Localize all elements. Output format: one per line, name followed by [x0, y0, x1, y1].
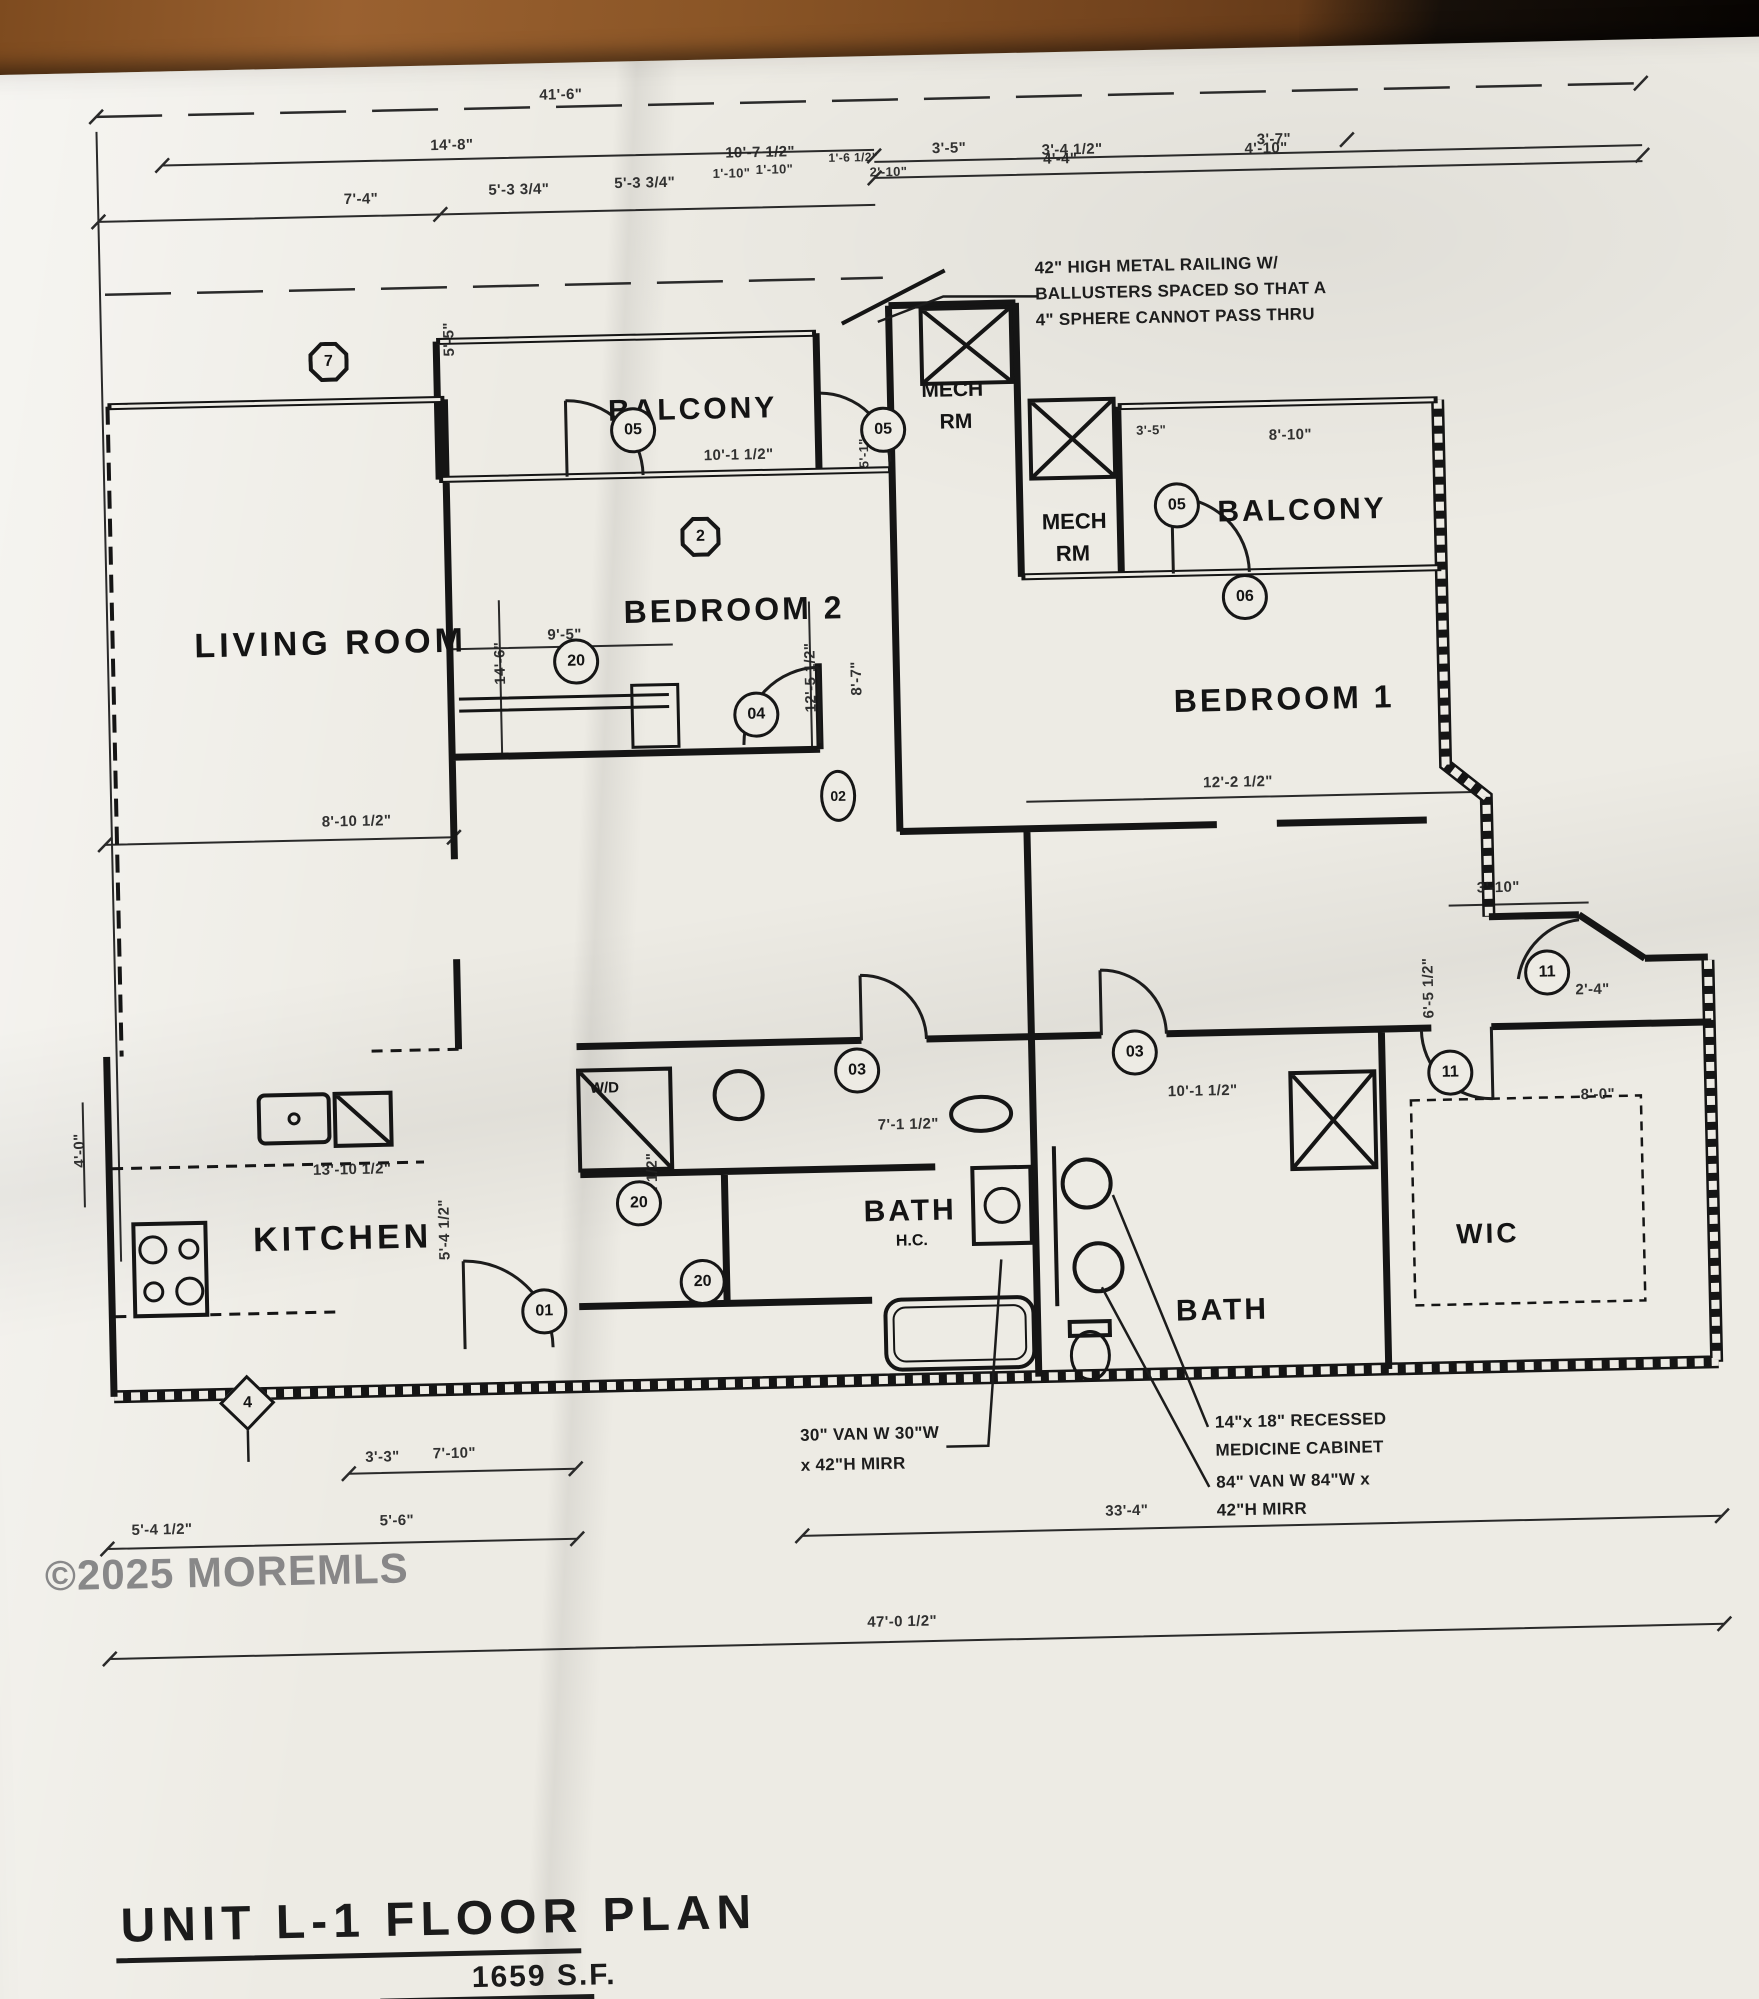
- burner: [175, 1276, 205, 1306]
- vanity-basin: [949, 1094, 1014, 1133]
- medicine-cabinet-note-line2: MEDICINE CABINET: [1215, 1437, 1384, 1460]
- dim-label: 5'-6": [379, 1511, 415, 1530]
- tub-main: [883, 1295, 1037, 1372]
- room-label-bath-hc: H.C.: [895, 1232, 929, 1250]
- dim-label: 1'-10": [712, 165, 751, 181]
- window-wall-glazing: [111, 331, 1438, 579]
- tub-main-inner: [892, 1304, 1028, 1363]
- dim-label: 4'-0": [70, 1133, 89, 1168]
- dim-label: 13'-10 1/2": [312, 1160, 392, 1179]
- dim-label: 2'-4": [1575, 980, 1610, 999]
- wic-shelving: [1409, 1094, 1647, 1307]
- vanity30-note-line2: x 42"H MIRR: [800, 1453, 906, 1475]
- dishwasher: [332, 1090, 394, 1148]
- kitchen-counter-dashed: [112, 1047, 459, 1319]
- dim-label: 41'-6": [539, 85, 583, 104]
- dim-label: 7'-4": [343, 190, 379, 209]
- dim-lines: [81, 131, 1725, 1660]
- living-room-dashed-wall: [105, 406, 124, 1057]
- room-label-bath-2: BATH: [1175, 1292, 1270, 1328]
- dim-label: 8'-10 1/2": [321, 812, 392, 831]
- medicine-cabinet-note-line1: 14"x 18" RECESSED: [1214, 1409, 1387, 1432]
- dim-label: 8'-0": [1580, 1085, 1616, 1104]
- dim-label: 6'-5 1/2": [1419, 957, 1438, 1019]
- dim-label: 1'-10": [755, 161, 794, 178]
- dim-label: 8'-7": [847, 661, 866, 696]
- dim-label: 10'-1 1/2": [703, 445, 774, 465]
- burner: [178, 1238, 200, 1260]
- dim-label: 10'-1 1/2": [1167, 1081, 1238, 1101]
- washer-dryer-box: [576, 1066, 675, 1173]
- dim-label: 33'-4": [1105, 1501, 1149, 1520]
- dim-label: 12'-2 1/2": [1202, 772, 1273, 792]
- dim-label: 7'-1 1/2": [877, 1115, 939, 1134]
- room-label-mech-top-2: RM: [939, 409, 973, 434]
- dim-label: 5'-4 1/2": [435, 1198, 454, 1261]
- toilet-main-bowl: [983, 1186, 1021, 1224]
- room-label-bedroom-1: BEDROOM 1: [1173, 678, 1395, 720]
- burner: [143, 1281, 165, 1303]
- bath2-basin: [1072, 1241, 1125, 1294]
- dim-label: 12'-5 1/2": [801, 642, 820, 713]
- stove: [131, 1220, 210, 1319]
- dim-label: 10'-7 1/2": [725, 143, 796, 162]
- dim-label: 7'-10": [432, 1444, 477, 1463]
- dim-label: 14'-8": [430, 136, 474, 155]
- railing-diagonal: [840, 268, 946, 326]
- lav-basin: [712, 1069, 765, 1122]
- vanity84-note-line1: 84" VAN W 84"W x: [1215, 1469, 1371, 1492]
- note-leaders: [246, 295, 1211, 1488]
- dim-label: 5'-3 3/4": [614, 173, 676, 193]
- room-label-living-room: LIVING ROOM: [194, 621, 468, 666]
- room-label-balcony-right: BALCONY: [1216, 491, 1388, 529]
- room-label-kitchen: KITCHEN: [252, 1217, 433, 1260]
- vanity84-note-line2: 42"H MIRR: [1216, 1498, 1308, 1520]
- dim-label: 4'-4": [1042, 150, 1078, 168]
- bath2-basin: [1060, 1157, 1113, 1210]
- floor-plan-sheet: LIVING ROOM BALCONY BEDROOM 2 MECH RM ME…: [0, 34, 1759, 1999]
- dim-label: 5'-3 3/4": [488, 180, 550, 199]
- mls-watermark: ©2025 MOREMLS: [44, 1544, 410, 1600]
- kitchen-sink: [256, 1092, 332, 1146]
- bath2-vanity-counter: [1051, 1146, 1060, 1307]
- toilet-main: [970, 1164, 1034, 1247]
- room-label-mech-right-2: RM: [1055, 540, 1091, 567]
- dim-label: 3'-10": [1476, 878, 1521, 897]
- dim-label: 2'-10": [869, 163, 908, 180]
- dim-label: 3'-5": [1136, 422, 1167, 438]
- exterior-wall-hatch-pattern: [113, 399, 1721, 1401]
- dim-label: 5'-5": [440, 321, 458, 357]
- dim-label: 4'-10": [1244, 139, 1288, 158]
- sink-drain: [287, 1112, 301, 1126]
- room-label-mech-right: MECH: [1041, 507, 1107, 535]
- dim-label: 3'-3": [365, 1448, 400, 1466]
- dim-label: 8'-10": [1268, 425, 1313, 444]
- burner: [138, 1235, 168, 1265]
- vanity30-note-line1: 30" VAN W 30"W: [799, 1422, 940, 1445]
- room-label-washer-dryer: W/D: [589, 1079, 620, 1097]
- toilet-bath2: [1067, 1319, 1113, 1338]
- plan-area: 1659 S.F.: [471, 1957, 617, 1995]
- dim-line-dashed: [96, 81, 1641, 296]
- room-label-wic: WIC: [1455, 1217, 1520, 1250]
- room-label-mech-top: MECH: [921, 377, 984, 402]
- dim-label: 14'-6": [491, 641, 510, 685]
- bedroom2-closet: [458, 682, 681, 749]
- dim-label: 5'-4 1/2": [131, 1520, 193, 1539]
- dim-label: 47'-0 1/2": [867, 1612, 938, 1631]
- dim-label: 1'-6 1/2": [828, 149, 879, 165]
- room-label-bath-main: BATH: [863, 1193, 958, 1229]
- toilet-bath2-bowl: [1069, 1330, 1111, 1381]
- mech-shaft-boxes: [918, 304, 1379, 1172]
- room-label-bedroom-2: BEDROOM 2: [623, 589, 845, 631]
- dim-label: 3'-5": [931, 139, 967, 158]
